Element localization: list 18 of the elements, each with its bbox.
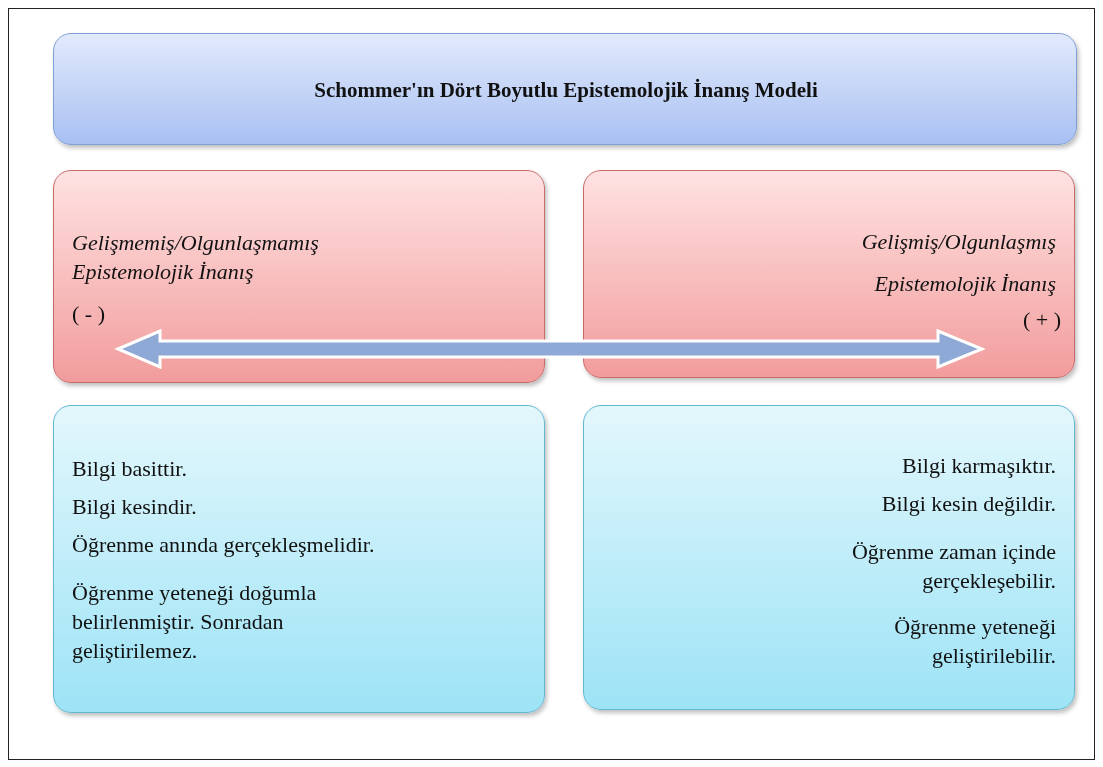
pole-box [53, 170, 545, 383]
belief-statement: Öğrenme yeteneği geliştirilebilir. [893, 613, 1056, 670]
belief-statement: Bilgi karmaşıktır. [901, 452, 1056, 480]
belief-statement: Bilgi kesin değildir. [880, 490, 1056, 518]
title-box [53, 33, 1077, 145]
sign-label: ( - ) [72, 300, 106, 328]
belief-statement: Bilgi basittir. [72, 455, 188, 483]
belief-list-box [53, 405, 545, 713]
belief-statement: Öğrenme anında gerçekleşmelidir. [72, 531, 376, 559]
pole-heading: Gelişmiş/Olgunlaşmış Epistemolojik İnanış [860, 228, 1056, 298]
belief-statement: Bilgi kesindir. [72, 493, 198, 521]
belief-list-box [583, 405, 1075, 710]
box-heading: Schommer'ın Dört Boyutlu Epistemolojik İnanış Modeli [313, 77, 819, 104]
belief-statement: Öğrenme zaman içinde gerçekleşebilir. [851, 538, 1056, 595]
pole-heading: Gelişmemiş/Olgunlaşmamış Epistemolojik İnanış [72, 229, 320, 286]
sign-label: ( + ) [1021, 306, 1061, 334]
belief-statement: Öğrenme yeteneği doğumla belirlenmiştir. Sonradan geliştirilemez. [72, 579, 318, 665]
pole-box [583, 170, 1075, 378]
